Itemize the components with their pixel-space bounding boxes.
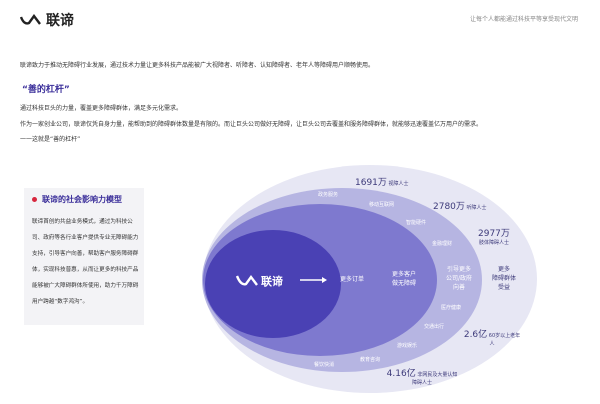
sector-label: 金融理财 (432, 241, 453, 247)
stat-label: 视障人士 (388, 181, 409, 187)
stat-label: 肢体障碍人士 (478, 240, 509, 246)
ring1-label: 更多订单 (340, 276, 365, 283)
stat-number: 2780万 (433, 202, 465, 212)
brand-name: 联谛 (46, 13, 74, 29)
slogan: 让每个人都能通过科技平等享受现代文明 (469, 16, 578, 23)
section-title: “善的杠杆” (22, 85, 70, 95)
stat-number: 1691万 (355, 178, 387, 188)
sector-label: 医疗健康 (441, 305, 462, 311)
bullet-icon (32, 197, 37, 202)
ring3-label: 引导更多 公司/政府 向善 (446, 266, 473, 291)
stat-number: 2.6亿 (463, 330, 488, 340)
stat-number: 4.16亿 (386, 369, 416, 379)
ring4-label: 更多 障碍群体 受益 (492, 266, 517, 291)
center-logo-icon (235, 274, 258, 286)
section-line: 作为一家创业公司，联谛仅凭自身力量，能帮助到的障碍群体数量是有限的。而让巨头公司… (20, 121, 483, 128)
stat-offline: 4.16亿 非网民及大量认知障碍人士 (386, 366, 458, 386)
sector-label: 游戏娱乐 (397, 343, 418, 349)
intro-text: 联谛致力于推动无障碍行业发展，通过技术力量让更多科技产品能被广大视障者、听障者、… (20, 62, 375, 69)
sector-label: 移动互联网 (369, 202, 395, 208)
impact-model-card: 联谛的社会影响力模型 联谛首创的共益业务模式，通过为科技公司、政府等各行业客户提… (24, 188, 144, 325)
center-brand: 联谛 (261, 275, 283, 288)
stat-elderly: 2.6亿 60岁以上老年人 (462, 327, 522, 347)
arrow-head-icon (322, 277, 327, 283)
logo-icon (20, 14, 41, 25)
inner-ellipse (205, 230, 341, 338)
sector-label: 餐饮快消 (314, 362, 335, 368)
stat-label: 60岁以上老年人 (488, 333, 521, 347)
stat-hearing: 2780万 听障人士 (433, 199, 487, 212)
stat-physical: 2977万肢体障碍人士 (478, 226, 510, 246)
card-title: 联谛的社会影响力模型 (42, 195, 122, 204)
ring2-label: 更多客户 做无障碍 (392, 271, 417, 287)
sector-label: 教育咨询 (360, 357, 381, 363)
stat-number: 2977万 (478, 229, 510, 239)
sector-label: 智能硬件 (406, 220, 427, 226)
card-body: 联谛首创的共益业务模式，通过为科技公司、政府等各行业客户提供专业无障碍能力支持，… (32, 219, 139, 305)
sector-label: 交通出行 (424, 324, 445, 330)
stat-label: 非网民及大量认知障碍人士 (411, 372, 458, 386)
stat-label: 听障人士 (466, 205, 487, 211)
section-line: 通过科技巨头的力量，覆盖更多障碍群体，满足多元化需求。 (20, 105, 183, 112)
brand-logo: 联谛 (20, 10, 74, 30)
section-line: 一一这就是“善的杠杆” (20, 136, 81, 143)
sector-label: 政务服务 (318, 192, 339, 198)
stat-visual: 1691万 视障人士 (355, 175, 409, 188)
